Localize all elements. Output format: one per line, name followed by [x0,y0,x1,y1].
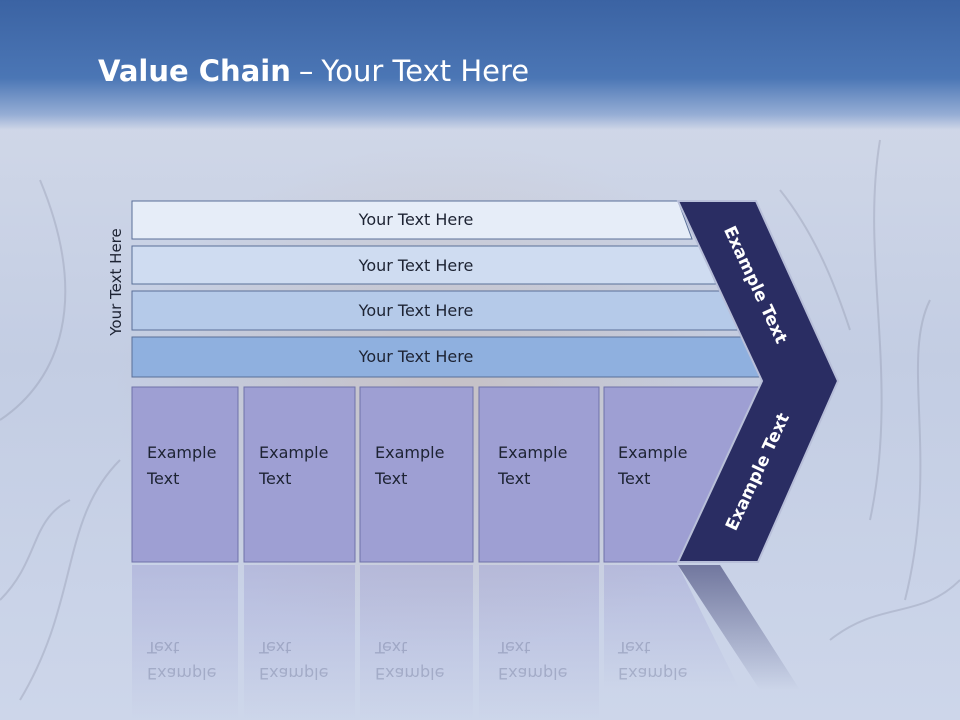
column-label-5-reflection: Example Text [618,634,687,686]
reflection-line1: Example [259,664,329,683]
column-label-1-reflection: Example Text [147,634,216,686]
column-label-4-line1: Example [498,443,568,462]
title-separator: – [298,54,314,88]
column-label-3: Example Text [375,440,444,492]
column-label-1: Example Text [147,440,216,492]
layer-label-2: Your Text Here [358,256,474,275]
column-box-3 [359,386,474,563]
reflection-line2: Text [375,638,408,657]
column-label-1-line1: Example [147,443,217,462]
column-label-4-reflection: Example Text [498,634,567,686]
reflection-line2: Text [498,638,531,657]
column-label-3-line1: Example [375,443,445,462]
layer-label-3: Your Text Here [358,301,474,320]
column-label-3-line2: Text [375,469,408,488]
column-label-5-line2: Text [618,469,651,488]
reflection-line2: Text [618,638,651,657]
title-rest: Your Text Here [321,54,530,88]
column-label-5: Example Text [618,440,687,492]
reflection-line1: Example [618,664,688,683]
column-label-2-line2: Text [259,469,292,488]
reflection-line1: Example [147,664,217,683]
column-box-1 [131,386,239,563]
column-label-4: Example Text [498,440,567,492]
column-label-2-reflection: Example Text [259,634,328,686]
reflection-line1: Example [498,664,568,683]
column-box-4 [478,386,600,563]
title-bold: Value Chain [98,54,291,88]
margin-chevron [676,200,840,563]
column-label-1-line2: Text [147,469,180,488]
column-label-3-reflection: Example Text [375,634,444,686]
column-label-4-line2: Text [498,469,531,488]
reflection-line1: Example [375,664,445,683]
title-bar [0,0,960,130]
columns-reflection [132,565,800,720]
column-label-2: Example Text [259,440,328,492]
layer-bar-1 [131,200,693,240]
reflection-line2: Text [147,638,180,657]
column-label-5-line1: Example [618,443,688,462]
column-box-2 [243,386,356,563]
reflection-line2: Text [259,638,292,657]
column-label-2-line1: Example [259,443,329,462]
layer-label-4: Your Text Here [358,347,474,366]
slide-title: Value Chain–Your Text Here [98,54,529,94]
layer-label-1: Your Text Here [358,210,474,229]
